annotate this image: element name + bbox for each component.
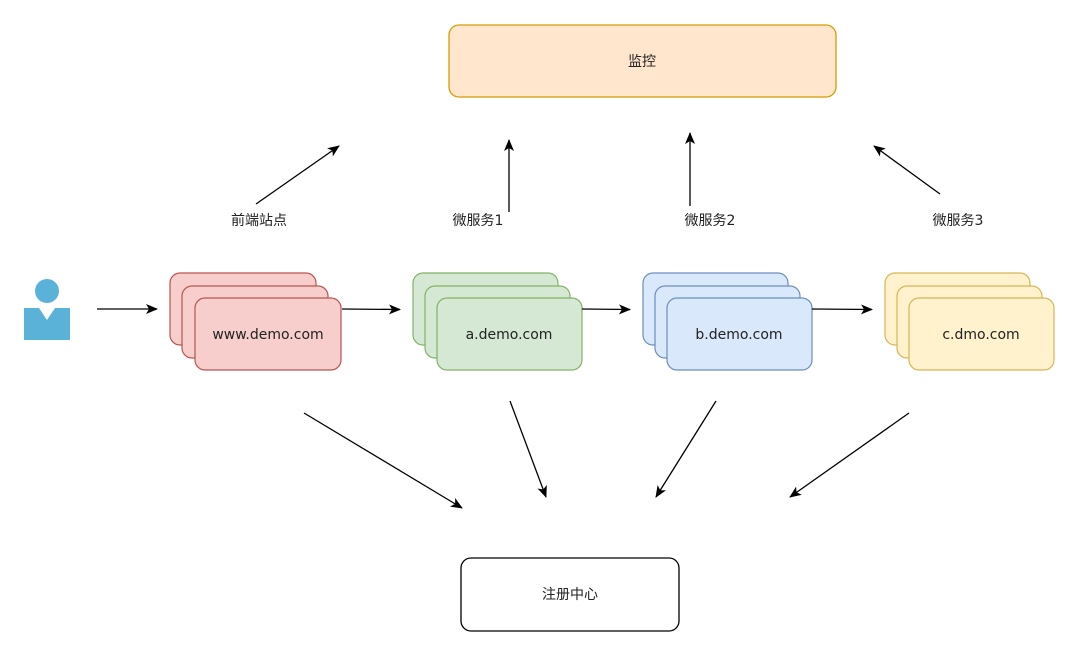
monitor-box (448, 24, 837, 98)
arrow-frontend-to-registry (303, 412, 463, 509)
user-icon-head (35, 279, 59, 303)
monitor-node[interactable]: 监控 (448, 24, 837, 98)
frontend-site-label: 前端站点 (231, 212, 287, 229)
frontend-card-front (194, 297, 342, 371)
registry-box (460, 557, 680, 632)
microservice-1-label: 微服务1 (453, 213, 504, 229)
service-a-domain-label: a.demo.com (466, 327, 553, 343)
arrow-service-c-to-monitor (873, 145, 941, 195)
user-icon-body (24, 308, 70, 340)
arrow-frontend-to-monitor (255, 145, 340, 205)
arrow-service-a-to-registry (509, 400, 547, 498)
service-c-card-front (908, 297, 1055, 371)
arrow-service-b-to-registry (655, 400, 717, 498)
registry-label: 注册中心 (542, 587, 598, 603)
service-c-node[interactable]: c.dmo.com (884, 272, 1055, 371)
service-c-domain-label: c.dmo.com (942, 327, 1019, 343)
arrow-frontend-to-service-a (341, 304, 401, 315)
arrow-service-a-to-service-b (581, 304, 631, 315)
registry-node[interactable]: 注册中心 (460, 557, 680, 632)
service-a-node[interactable]: a.demo.com (412, 272, 583, 371)
service-a-card-front (436, 297, 583, 371)
microservice-2-label: 微服务2 (685, 213, 736, 229)
arrow-service-c-to-registry (789, 412, 910, 498)
monitor-label: 监控 (628, 54, 656, 70)
microservice-3-label: 微服务3 (933, 213, 984, 229)
service-b-card-front (666, 297, 813, 371)
frontend-node[interactable]: www.demo.com (169, 272, 342, 371)
service-b-node[interactable]: b.demo.com (642, 272, 813, 371)
frontend-domain-label: www.demo.com (212, 327, 323, 343)
service-b-domain-label: b.demo.com (695, 327, 782, 343)
arrow-service-b-to-service-c (811, 304, 873, 315)
user-icon (24, 279, 70, 340)
